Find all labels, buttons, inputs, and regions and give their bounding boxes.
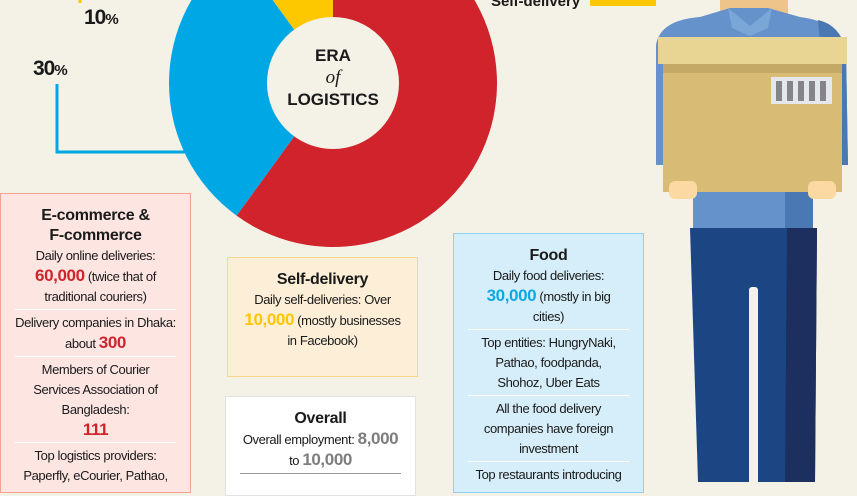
- companies-value: 300: [98, 333, 127, 352]
- members-value: 111: [82, 420, 109, 439]
- label-10-value: 10: [84, 6, 106, 29]
- overall-title: Overall: [294, 410, 347, 427]
- overall-value-low: 8,000: [357, 429, 399, 448]
- daily-online-label: Daily online deliveries:: [35, 248, 156, 263]
- overall-divider: [240, 473, 401, 477]
- left-hand: [669, 181, 697, 199]
- title-line-3: LOGISTICS: [287, 90, 379, 109]
- self-delivery-value: 10,000: [244, 310, 295, 329]
- pants-shadow: [785, 228, 817, 482]
- overall-card: Overall Overall employment: 8,000 to 10,…: [225, 396, 416, 496]
- overall-value-high: 10,000: [302, 450, 352, 469]
- title-line-1: ERA: [315, 46, 351, 65]
- self-delivery-note: (mostly businesses in Facebook): [287, 313, 401, 348]
- collar: [728, 8, 772, 36]
- right-hand: [808, 181, 836, 199]
- providers-value: Paperfly, eCourier, Pathao,: [23, 468, 168, 483]
- ecommerce-card: E-commerce & F-commerce Daily online del…: [0, 193, 191, 493]
- pct-sign: %: [105, 11, 118, 28]
- food-entities: Top entities: HungryNaki, Pathao, foodpa…: [468, 329, 629, 393]
- food-card: Food Daily food deliveries: 30,000 (most…: [453, 233, 644, 493]
- providers-label: Top logistics providers:: [34, 448, 157, 463]
- food-title: Food: [529, 247, 568, 264]
- food-investment: All the food delivery companies have for…: [468, 395, 629, 459]
- pct-sign: %: [54, 62, 67, 79]
- label-10-percent: 10%: [84, 6, 119, 30]
- food-daily-value: 30,000: [486, 286, 537, 305]
- box-lid-shadow: [663, 64, 842, 73]
- shirt-lower-shadow: [785, 190, 813, 230]
- donut-hole: [267, 17, 399, 149]
- label-30-value: 30: [33, 57, 55, 80]
- label-30-percent: 30%: [33, 57, 68, 81]
- box-lid: [658, 37, 847, 64]
- food-daily-label: Daily food deliveries:: [492, 268, 605, 283]
- companies-prefix: about: [65, 336, 99, 351]
- leg-gap: [749, 287, 758, 482]
- title-line-2: of: [325, 67, 341, 88]
- self-delivery-title: Self-delivery: [276, 271, 369, 288]
- members-section: Members of Courier Services Association …: [15, 356, 176, 440]
- donut-chart: [55, 0, 656, 247]
- daily-online-value: 60,000: [35, 266, 85, 285]
- companies-label: Delivery companies in Dhaka:: [15, 315, 176, 330]
- overall-label: Overall employment:: [242, 432, 358, 447]
- legend-label-self-delivery: Self-delivery: [491, 0, 581, 10]
- chart-title: ERA of LOGISTICS: [268, 45, 398, 111]
- self-delivery-label: Daily self-deliveries: Over: [254, 292, 391, 307]
- legend-swatch-self-delivery: [590, 0, 656, 6]
- self-delivery-card: Self-delivery Daily self-deliveries: Ove…: [227, 257, 418, 377]
- members-label: Members of Courier Services Association …: [33, 362, 158, 417]
- daily-online-note: (twice that of traditional couriers): [44, 269, 156, 304]
- ecommerce-title-2: F-commerce: [49, 227, 142, 244]
- food-restaurants: Top restaurants introducing: [468, 461, 629, 485]
- barcode-icon: [776, 81, 826, 101]
- companies-section: Delivery companies in Dhaka: about 300: [15, 309, 176, 354]
- food-daily-note: (mostly in big cities): [532, 289, 611, 324]
- ecommerce-title-1: E-commerce &: [41, 207, 150, 224]
- providers-section: Top logistics providers: Paperfly, eCour…: [15, 442, 176, 486]
- overall-to: to: [289, 453, 303, 468]
- delivery-person-illustration: [656, 0, 848, 482]
- leader-line-30: [55, 84, 186, 154]
